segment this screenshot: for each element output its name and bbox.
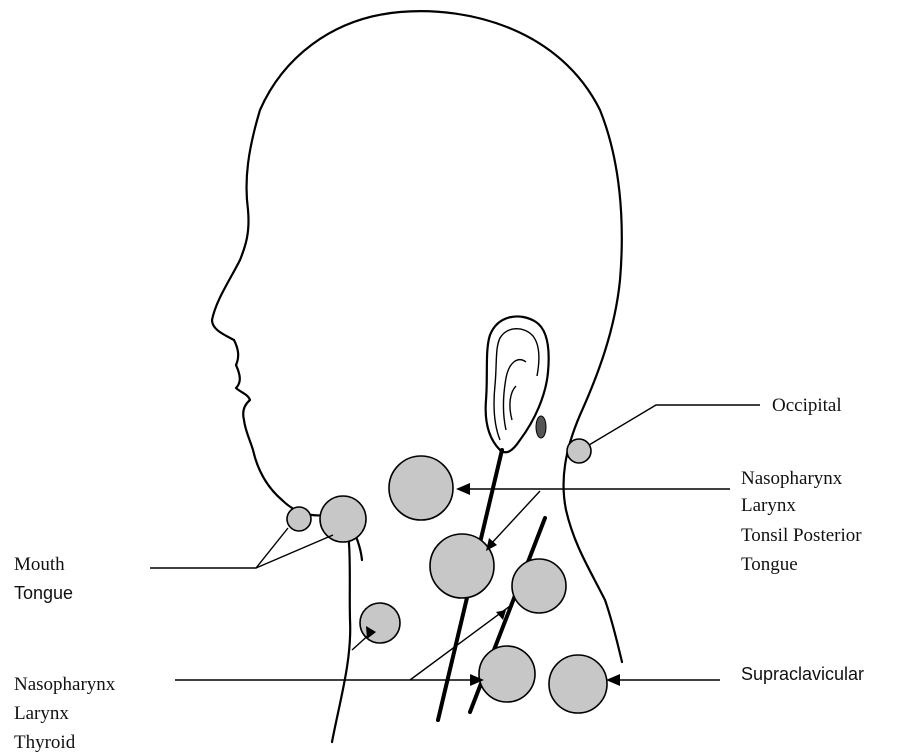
leader-occipital — [589, 405, 760, 445]
label-right-line-3: Tonsil Posterior — [741, 525, 862, 546]
label-right-line-1: Nasopharynx — [741, 468, 843, 489]
leader-mouth — [150, 528, 288, 568]
leader-anterior — [352, 632, 372, 650]
label-bottom-left-3: Thyroid — [14, 732, 76, 753]
arrowhead-supraclavicular — [606, 674, 620, 686]
node-occipital — [567, 439, 591, 463]
node-submandibular — [320, 496, 366, 542]
label-supraclavicular: Supraclavicular — [741, 664, 864, 684]
label-tongue: Tongue — [14, 583, 73, 603]
mastoid-mark — [536, 416, 546, 438]
label-right-line-4: Tongue — [741, 554, 798, 575]
node-mid-jugular — [430, 534, 494, 598]
label-bottom-left-1: Nasopharynx — [14, 674, 116, 695]
leader-mouth-branch — [256, 535, 333, 568]
leader-right-mid — [490, 491, 540, 545]
node-submental — [287, 507, 311, 531]
label-bottom-left-2: Larynx — [14, 703, 69, 724]
node-posterior-cervical — [512, 559, 566, 613]
node-lower-jugular — [479, 646, 535, 702]
label-right-line-2: Larynx — [741, 495, 796, 516]
head-profile-outline — [212, 11, 622, 742]
node-supraclavicular — [549, 655, 607, 713]
label-occipital: Occipital — [772, 395, 842, 416]
node-upper-jugular — [389, 456, 453, 520]
label-mouth: Mouth — [14, 554, 65, 575]
arrowhead-upper-jugular — [456, 483, 470, 495]
